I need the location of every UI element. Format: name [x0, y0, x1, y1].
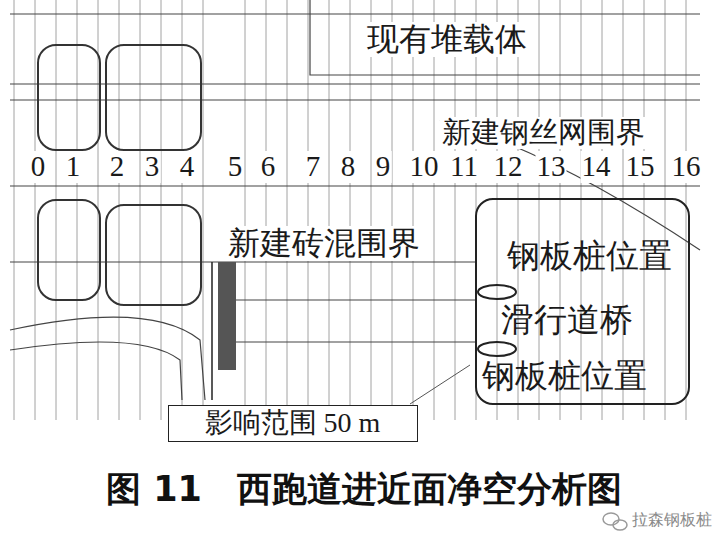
station-number: 5 — [227, 151, 244, 183]
station-number: 7 — [305, 151, 322, 183]
node-text: 钢板桩位置 — [482, 358, 647, 394]
station-number: 4 — [179, 151, 196, 183]
station-number: 2 — [109, 151, 126, 183]
range-box: 影响范围 50 m — [168, 405, 418, 442]
node-text: 影响范围 50 m — [205, 408, 381, 439]
figure-caption: 图 11 西跑道进近面净空分析图 — [106, 470, 622, 509]
wechat-icon — [603, 513, 627, 530]
station-number: 9 — [375, 151, 392, 183]
grid-lines — [14, 0, 686, 420]
station-number: 13 — [536, 151, 567, 183]
fence-label: 新建钢丝网围界 — [440, 117, 647, 149]
station-number: 6 — [260, 151, 277, 183]
brick-wall — [218, 262, 236, 370]
station-number: 8 — [340, 151, 357, 183]
station-number: 11 — [449, 151, 479, 183]
pile-marker — [478, 342, 516, 356]
bridge-area-box: 钢板桩位置滑行道桥钢板桩位置 — [475, 198, 690, 405]
station-number: 14 — [581, 151, 612, 183]
pile-marker — [478, 285, 516, 299]
area-label: 现有堆载体 — [365, 22, 529, 57]
watermark: 拉森钢板桩 — [632, 511, 712, 529]
station-number: 16 — [671, 151, 702, 183]
apron-blocks — [38, 45, 201, 305]
station-number: 12 — [493, 151, 524, 183]
station-number: 0 — [30, 151, 47, 183]
station-number: 1 — [65, 151, 82, 183]
leader-line — [410, 365, 470, 404]
node-text: 滑行道桥 — [501, 302, 633, 338]
station-number: 3 — [144, 151, 161, 183]
node-text: 钢板桩位置 — [507, 238, 672, 274]
fence-line — [211, 262, 213, 400]
station-number: 10 — [409, 151, 440, 183]
fence-label: 新建砖混围界 — [226, 226, 422, 261]
runway-lines — [10, 0, 700, 400]
station-number: 15 — [625, 151, 656, 183]
